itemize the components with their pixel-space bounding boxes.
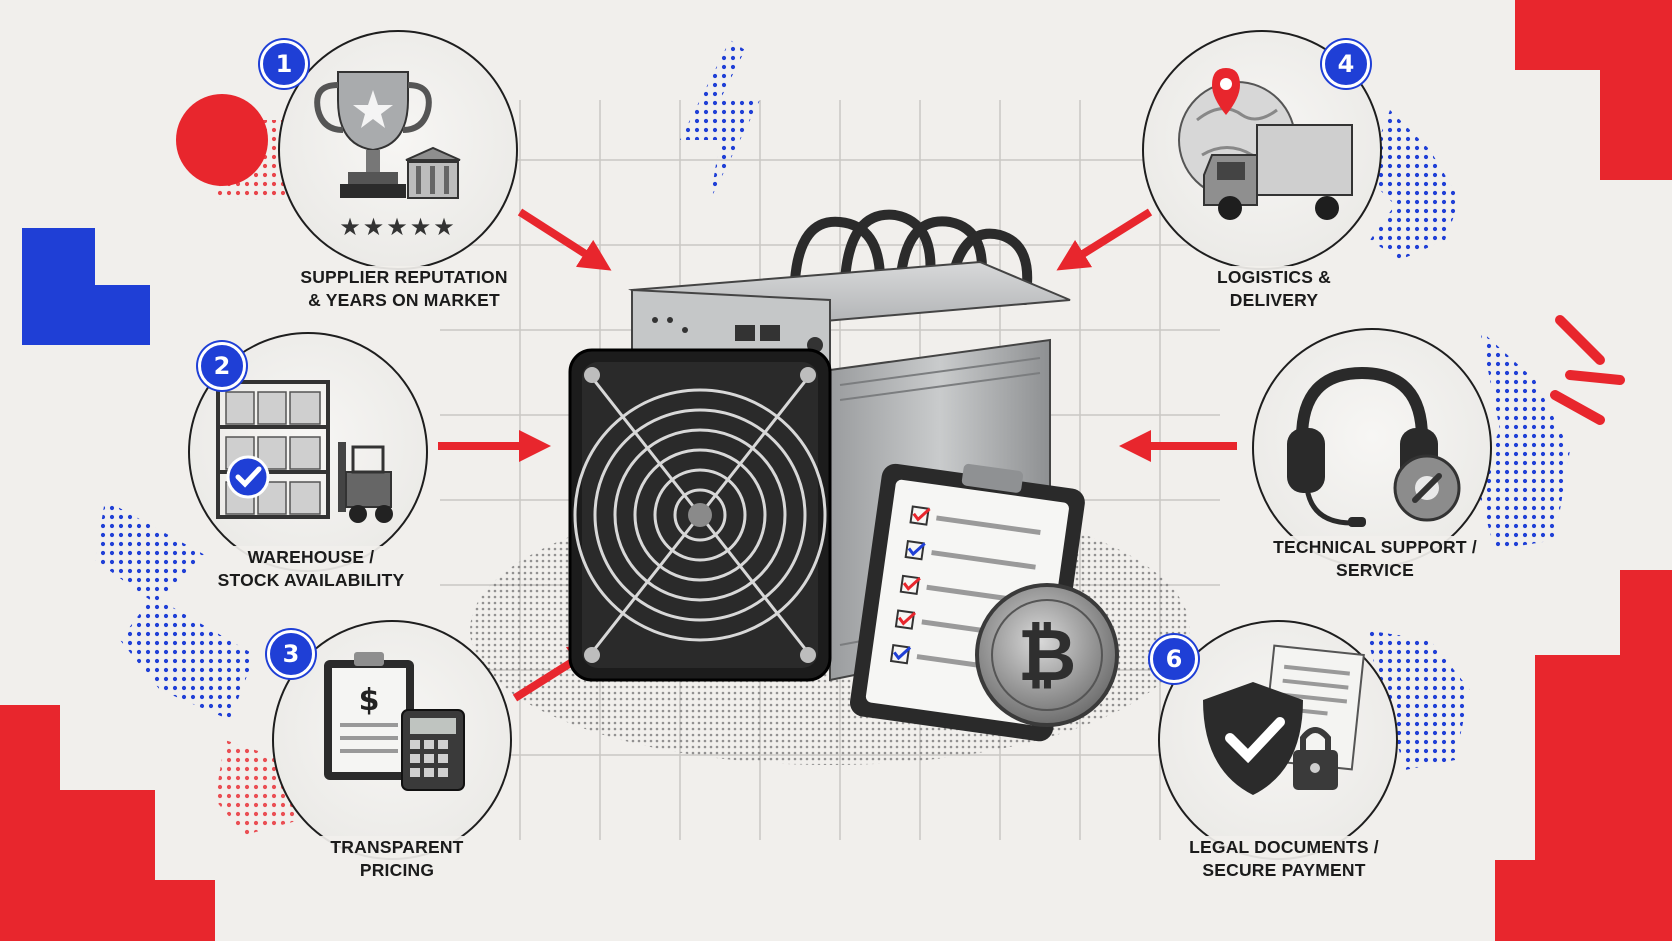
asic-miner-icon <box>568 209 1071 682</box>
factor-caption-line: & YEARS ON MARKET <box>308 290 500 310</box>
step-badge-4: 4 <box>1322 40 1370 88</box>
svg-text:₿: ₿ <box>1018 613 1077 697</box>
trophy-icon: ★★★★★ <box>314 71 461 241</box>
factor-caption-line: TECHNICAL SUPPORT / <box>1273 537 1477 557</box>
warehouse-icon <box>216 380 393 523</box>
factor-caption-line: SECURE PAYMENT <box>1202 860 1366 880</box>
factor-caption-line: DELIVERY <box>1229 290 1319 310</box>
factor-caption-line: STOCK AVAILABILITY <box>217 570 405 590</box>
step-badge-6: 6 <box>1150 635 1198 683</box>
headset-icon <box>1287 366 1461 527</box>
delivery-truck-icon <box>1178 68 1353 220</box>
factor-caption-3: TRANSPARENT PRICING <box>318 836 476 882</box>
factor-node-5 <box>1252 328 1492 568</box>
factor-caption-line: SERVICE <box>1336 560 1414 580</box>
factor-node-1: ★★★★★ 1 <box>260 30 518 270</box>
step-badge-1: 1 <box>260 40 308 88</box>
step-badge-2: 2 <box>198 342 246 390</box>
factor-caption-1: SUPPLIER REPUTATION & YEARS ON MARKET <box>290 266 518 312</box>
price-calculator-icon: $ <box>324 652 465 791</box>
factor-caption-6: LEGAL DOCUMENTS / SECURE PAYMENT <box>1180 836 1388 882</box>
factor-node-2: 2 <box>188 332 428 572</box>
factor-caption-line: PRICING <box>359 860 435 880</box>
svg-text:$: $ <box>359 683 380 718</box>
factor-caption-2: WAREHOUSE / STOCK AVAILABILITY <box>212 546 410 592</box>
factor-caption-line: LOGISTICS & <box>1216 267 1331 287</box>
arrow-1 <box>517 208 612 271</box>
factor-caption-5: TECHNICAL SUPPORT / SERVICE <box>1266 536 1484 582</box>
step-badge-3: 3 <box>267 630 315 678</box>
factor-node-3: $ 3 <box>267 620 512 860</box>
factor-node-4: 4 <box>1142 30 1382 270</box>
connector-arrows <box>438 208 1237 702</box>
arrow-4 <box>1056 208 1153 271</box>
secure-shield-icon <box>1203 644 1365 795</box>
factor-node-6: 6 <box>1150 620 1398 860</box>
factor-caption-line: LEGAL DOCUMENTS / <box>1189 837 1379 857</box>
svg-text:★★★★★: ★★★★★ <box>339 213 457 241</box>
factor-caption-line: SUPPLIER REPUTATION <box>300 267 508 287</box>
factor-caption-line: TRANSPARENT <box>330 837 464 857</box>
factor-caption-line: WAREHOUSE / <box>247 547 375 567</box>
bitcoin-coin-icon: ₿ <box>975 583 1119 727</box>
factor-ring <box>278 30 518 270</box>
blue-corner-block <box>22 228 150 345</box>
factor-caption-4: LOGISTICS & DELIVERY <box>1200 266 1348 312</box>
